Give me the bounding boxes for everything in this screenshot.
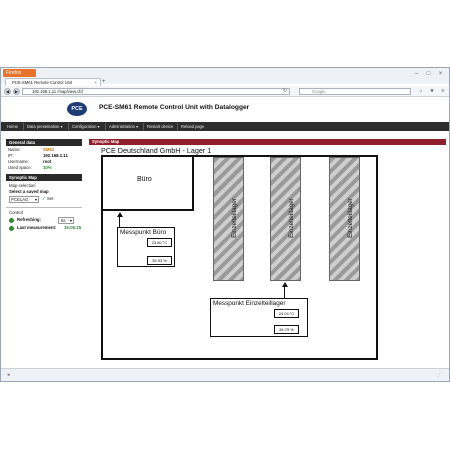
forward-icon[interactable]: ▶ [13, 88, 20, 95]
menu-divider [23, 123, 24, 130]
app-header: PCE PCE-SM61 Remote Control Unit with Da… [1, 97, 449, 122]
last-measurement-label: Last measurement: [17, 225, 57, 230]
synoptic-map-heading: Synoptic Map [6, 174, 82, 181]
pointer-line [284, 286, 285, 298]
ip-label: IP: [8, 153, 14, 158]
temperature-value: 23.80 °C [147, 238, 172, 247]
set-button[interactable]: Set [47, 196, 54, 201]
pointer-line [119, 216, 120, 227]
ip-value: 192.168.1.11 [43, 153, 68, 158]
select-saved-map-label: Select a saved map [9, 189, 49, 194]
refresh-interval-select[interactable]: 5s ▾ [58, 217, 74, 224]
arrow-up-icon [117, 212, 123, 217]
general-data-heading: General data [6, 139, 82, 146]
refreshing-label: Refreshing: [17, 217, 41, 222]
browser-titlebar: Firefox – □ × PCE-SM61 Remote Control Un… [1, 68, 449, 86]
check-icon: ✓ [42, 196, 46, 201]
search-input[interactable]: Google [299, 88, 411, 95]
menu-configuration[interactable]: Configuration ▾ [72, 124, 100, 129]
map-select-value: PCELAG [11, 197, 29, 202]
main-menu: Home Data presentation ▾ Configuration ▾… [1, 122, 449, 131]
sensor-label: Messpunkt Büro [120, 229, 167, 236]
bookmark-icon[interactable]: ★ [429, 88, 435, 94]
synoptic-map-panel: Synoptic Map PCE Deutschland GmbH - Lage… [89, 139, 446, 364]
map-title: PCE Deutschland GmbH - Lager 1 [101, 146, 212, 155]
temperature-value: 24.04 °C [274, 309, 299, 318]
map-selection-label: Map selection [9, 183, 36, 188]
menu-divider [68, 123, 69, 130]
menu-divider [143, 123, 144, 130]
back-icon[interactable]: ◀ [4, 88, 11, 95]
tab-title: PCE-SM61 Remote Control Unit [12, 80, 73, 85]
username-value: root [43, 159, 52, 164]
used-space-label: Used space: [8, 165, 32, 170]
storage-rack: Einzelteillager [213, 157, 244, 281]
navigation-bar: ◀ ▶ 192.168.1.11 /map/view.cfd ↻ Google … [1, 86, 449, 97]
storage-rack: Einzelteillager [329, 157, 360, 281]
menu-divider [177, 123, 178, 130]
menu-home[interactable]: Home [7, 124, 18, 129]
refresh-status-icon [9, 218, 14, 223]
sensor-box-storage[interactable]: Messpunkt Einzelteillager 24.04 °C 34.79… [210, 298, 308, 337]
chevron-down-icon: ▾ [34, 197, 37, 202]
url-bar[interactable]: 192.168.1.11 /map/view.cfd [22, 88, 290, 95]
refresh-interval-value: 5s [61, 218, 66, 223]
close-window-button[interactable]: × [438, 71, 443, 77]
sensor-box-office[interactable]: Messpunkt Büro 23.80 °C 35.93 % [117, 227, 175, 267]
browser-tab[interactable]: PCE-SM61 Remote Control Unit × [5, 78, 101, 86]
chevron-down-icon: ▾ [69, 218, 72, 223]
sensor-label: Messpunkt Einzelteillager [213, 300, 286, 307]
arrow-up-icon [282, 282, 288, 287]
rack-label: Einzelteillager [231, 198, 238, 238]
username-label: Username: [8, 159, 30, 164]
office-label: Büro [137, 176, 152, 183]
minimize-button[interactable]: – [414, 71, 419, 77]
resize-grip-icon: ⋰ [437, 372, 442, 378]
name-label: Name: [8, 147, 21, 152]
page-title: PCE-SM61 Remote Control Unit with Datalo… [99, 104, 250, 111]
pce-logo: PCE [67, 102, 87, 116]
status-icon: ◂ [7, 372, 10, 378]
name-value: SM61 [43, 147, 55, 152]
menu-restart-device[interactable]: Restart device [147, 124, 174, 129]
control-heading: Control [9, 210, 23, 215]
storage-rack: Einzelteillager [270, 157, 301, 281]
maximize-button[interactable]: □ [426, 71, 431, 77]
clock-icon [9, 226, 14, 231]
floor-plan: Büro Einzelteillager Einzelteillager Ein… [101, 155, 378, 360]
humidity-value: 34.79 % [274, 325, 299, 334]
new-tab-button[interactable]: + [102, 79, 106, 85]
sidebar: General data Name: SM61 IP: 192.168.1.11… [6, 139, 82, 244]
refresh-icon[interactable]: ↻ [282, 88, 288, 94]
used-space-value: 10% [43, 165, 52, 170]
menu-icon[interactable]: ≡ [441, 88, 445, 94]
menu-divider [105, 123, 106, 130]
menu-reload-page[interactable]: Reload page [181, 124, 205, 129]
firefox-menu-button[interactable]: Firefox [3, 69, 36, 77]
home-icon[interactable]: ⌂ [419, 88, 423, 94]
rack-label: Einzelteillager [288, 198, 295, 238]
rack-label: Einzelteillager [347, 198, 354, 238]
office-room: Büro [103, 157, 194, 211]
section-heading: Synoptic Map [89, 139, 446, 145]
last-measurement-value: 15:05:25 [64, 225, 82, 230]
tab-close-icon[interactable]: × [94, 80, 97, 85]
map-select-dropdown[interactable]: PCELAG ▾ [9, 196, 39, 203]
browser-statusbar: ◂ ⋰ [1, 368, 449, 381]
sidebar-divider [6, 207, 82, 208]
browser-window: Firefox – □ × PCE-SM61 Remote Control Un… [0, 67, 450, 382]
menu-data-presentation[interactable]: Data presentation ▾ [27, 124, 63, 129]
menu-administration[interactable]: Administration ▾ [109, 124, 139, 129]
humidity-value: 35.93 % [147, 256, 172, 265]
